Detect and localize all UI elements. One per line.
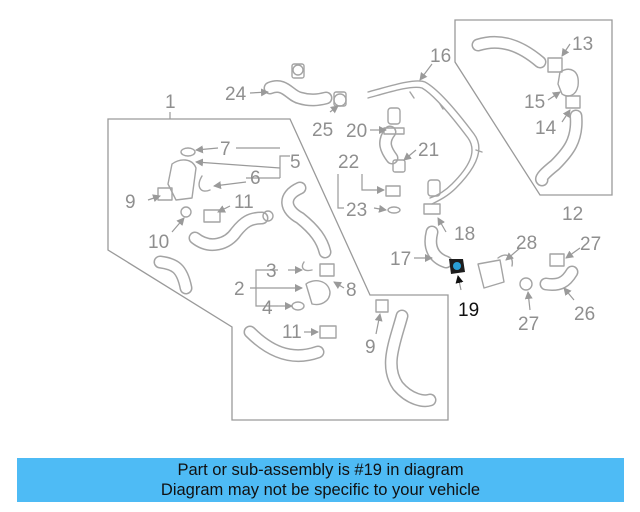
callout-28: 28 — [516, 233, 537, 254]
callout-1: 1 — [165, 92, 176, 113]
callout-labels: 1 24 25 16 13 15 14 12 20 21 22 23 18 17… — [125, 34, 601, 358]
callout-11-top: 11 — [234, 192, 254, 213]
callout-19: 19 — [458, 300, 479, 321]
callout-12: 12 — [562, 204, 583, 225]
callout-13: 13 — [572, 34, 593, 55]
callout-15: 15 — [524, 92, 545, 113]
callout-9-left: 9 — [125, 192, 136, 213]
callout-18: 18 — [454, 224, 475, 245]
parts-diagram: 1 24 25 16 13 15 14 12 20 21 22 23 18 17… — [107, 19, 613, 421]
callout-3: 3 — [266, 261, 277, 282]
leader-lines — [147, 43, 581, 336]
callout-14: 14 — [535, 118, 557, 139]
callout-7: 7 — [220, 139, 231, 160]
callout-8: 8 — [346, 280, 357, 301]
callout-10: 10 — [148, 232, 169, 253]
callout-5: 5 — [290, 152, 301, 173]
callout-22: 22 — [338, 152, 359, 173]
banner-line-1: Part or sub-assembly is #19 in diagram — [177, 461, 464, 479]
callout-20: 20 — [346, 121, 367, 142]
assembly-12-box — [454, 19, 613, 196]
callout-21: 21 — [418, 140, 439, 161]
callout-11-bottom: 11 — [282, 322, 302, 343]
callout-26: 26 — [574, 304, 595, 325]
callout-9-bottom: 9 — [365, 337, 376, 358]
coolant-pipe — [367, 80, 483, 205]
assembly-1-box — [107, 118, 449, 421]
callout-23: 23 — [346, 200, 367, 221]
fittings — [157, 57, 581, 339]
callout-16: 16 — [430, 46, 451, 67]
info-banner: Part or sub-assembly is #19 in diagram D… — [17, 458, 624, 502]
callout-27-top: 27 — [580, 234, 601, 255]
part-19-highlight — [449, 259, 465, 274]
callout-4: 4 — [262, 298, 273, 319]
callout-6: 6 — [250, 168, 261, 189]
banner-line-2: Diagram may not be specific to your vehi… — [160, 481, 481, 499]
callout-25: 25 — [312, 120, 333, 141]
hose-group — [153, 35, 583, 408]
callout-24: 24 — [225, 84, 247, 105]
callout-2: 2 — [234, 279, 245, 300]
callout-17: 17 — [390, 249, 411, 270]
callout-27-bottom: 27 — [518, 314, 539, 335]
